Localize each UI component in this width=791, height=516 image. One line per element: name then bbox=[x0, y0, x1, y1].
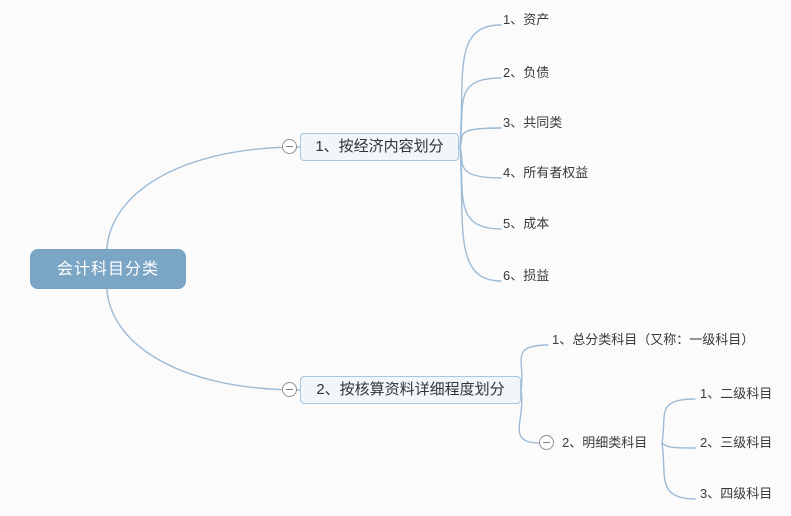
connector-b1-leaf5 bbox=[459, 146, 502, 230]
collapse-icon[interactable] bbox=[282, 382, 297, 397]
subbranch-node-subsidiary[interactable]: 2、明细类科目 bbox=[562, 435, 648, 450]
leaf-node-general-ledger[interactable]: 1、总分类科目（又称：一级科目） bbox=[552, 332, 755, 347]
connector-b1-leaf2 bbox=[459, 77, 502, 148]
connector-root-branch1 bbox=[106, 146, 301, 269]
connector-b1-leaf4 bbox=[459, 146, 502, 179]
connector-b1-leaf3 bbox=[459, 127, 502, 148]
leaf-node-liabilities[interactable]: 2、负债 bbox=[503, 65, 550, 80]
leaf-node-level2[interactable]: 1、二级科目 bbox=[700, 386, 773, 401]
leaf-node-level4[interactable]: 3、四级科目 bbox=[700, 486, 773, 501]
connector-b1-leaf6 bbox=[459, 146, 502, 282]
branch-node-detail-level[interactable]: 2、按核算资料详细程度划分 bbox=[300, 376, 521, 404]
leaf-node-owners-equity[interactable]: 4、所有者权益 bbox=[503, 165, 589, 180]
connector-b2-leaf1 bbox=[520, 344, 549, 391]
connector-b2c2-leaf3 bbox=[661, 442, 696, 500]
connector-b2c2-leaf2 bbox=[661, 442, 696, 449]
leaf-node-cost[interactable]: 5、成本 bbox=[503, 216, 550, 231]
connector-b2-leaf2 bbox=[518, 389, 541, 444]
collapse-icon[interactable] bbox=[539, 435, 554, 450]
leaf-node-assets[interactable]: 1、资产 bbox=[503, 12, 550, 27]
leaf-node-profit-loss[interactable]: 6、损益 bbox=[503, 268, 550, 283]
collapse-icon[interactable] bbox=[282, 139, 297, 154]
root-node[interactable]: 会计科目分类 bbox=[30, 249, 186, 289]
leaf-node-level3[interactable]: 2、三级科目 bbox=[700, 435, 773, 450]
branch-node-economic-content[interactable]: 1、按经济内容划分 bbox=[300, 133, 459, 161]
connector-root-branch2 bbox=[106, 269, 301, 391]
connector-b2c2-leaf1 bbox=[661, 398, 696, 444]
leaf-node-common[interactable]: 3、共同类 bbox=[503, 115, 563, 130]
